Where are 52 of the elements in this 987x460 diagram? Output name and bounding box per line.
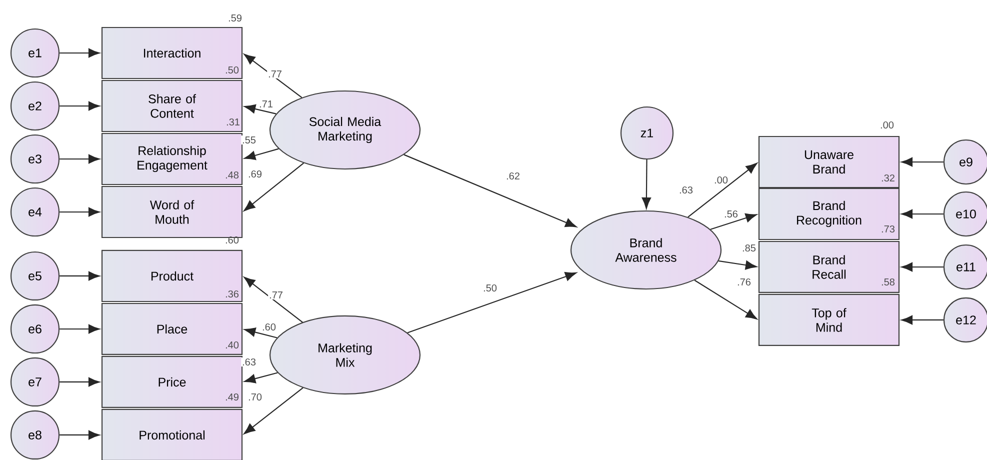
path-arrow [244, 104, 276, 114]
path-arrow [244, 372, 278, 384]
path-arrow [60, 377, 100, 387]
path-arrow [60, 271, 100, 281]
path-coefficient: .55 [241, 136, 257, 144]
path-arrow [244, 162, 304, 212]
path-arrow [901, 262, 944, 272]
observed-variable-box: Promotional [101, 408, 243, 460]
path-coefficient: .63 [241, 357, 257, 367]
squared-correlation: .32 [882, 174, 894, 182]
path-arrow [244, 328, 278, 338]
path-coefficient: .56 [723, 209, 739, 219]
path-coefficient: .77 [267, 70, 283, 78]
path-arrow [244, 387, 304, 434]
path-coefficient: .77 [268, 290, 284, 300]
path-arrow [244, 148, 279, 160]
path-arrow [244, 54, 302, 98]
path-arrow [60, 101, 100, 111]
squared-correlation: .49 [226, 393, 238, 401]
path-arrow [60, 154, 100, 164]
path-arrow [60, 48, 100, 58]
squared-correlation: .63 [680, 186, 693, 194]
path-coefficient: .70 [247, 392, 263, 402]
observed-variable-box: Top of Mind [758, 294, 900, 346]
path-arrow [407, 272, 577, 334]
squared-correlation: .48 [226, 171, 239, 179]
path-arrow [60, 324, 100, 334]
path-coefficient: .00 [713, 175, 729, 185]
path-arrow [694, 280, 758, 320]
squared-correlation: .50 [226, 66, 239, 74]
path-coefficient: .50 [482, 283, 498, 293]
path-arrow [60, 430, 100, 440]
path-arrow [688, 162, 758, 218]
squared-correlation: .60 [226, 236, 239, 244]
path-arrow [60, 207, 100, 217]
path-arrow [901, 209, 944, 219]
path-coefficient: .85 [741, 243, 757, 253]
path-arrow [642, 160, 652, 209]
path-arrow [901, 315, 944, 325]
path-coefficient: .62 [505, 171, 521, 181]
squared-correlation: .36 [226, 290, 239, 298]
path-arrow [718, 260, 757, 270]
squared-correlation: .73 [882, 225, 895, 233]
squared-correlation: .31 [226, 118, 240, 126]
path-coefficient: .76 [736, 277, 752, 287]
path-arrow [901, 157, 944, 167]
path-arrow [710, 213, 757, 230]
squared-correlation: .58 [882, 278, 895, 286]
path-coefficient: .69 [247, 169, 263, 179]
squared-correlation: .40 [226, 341, 239, 349]
path-arrow [244, 276, 303, 323]
path-arrow [404, 154, 577, 228]
